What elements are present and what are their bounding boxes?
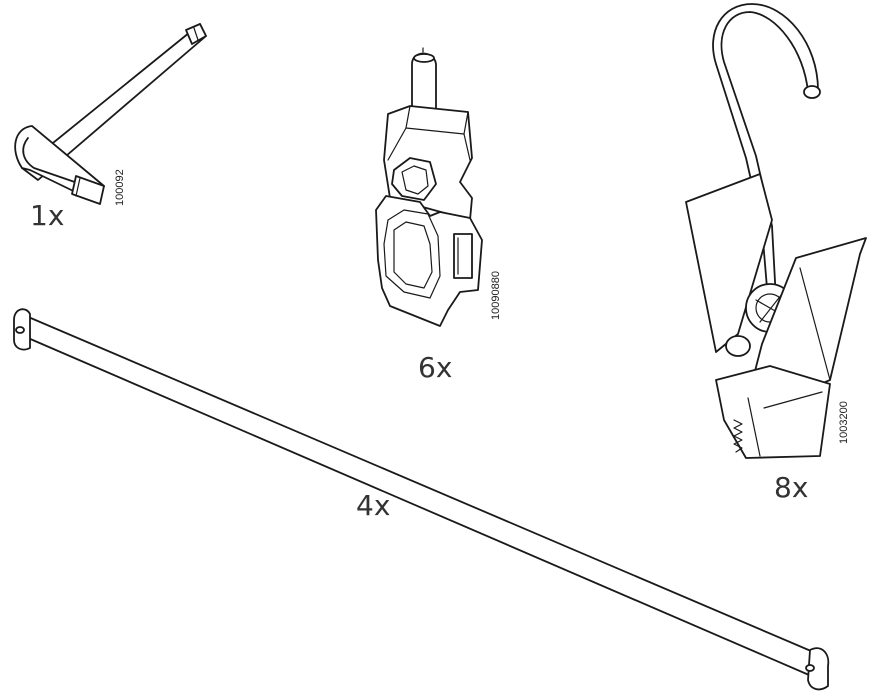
hex-key-illustration: [14, 23, 207, 205]
rail-connector-code: 10090880: [490, 271, 502, 320]
hook-clip-illustration: [685, 3, 867, 459]
hex-key-quantity: 1x: [30, 199, 65, 232]
hex-key-code: 100092: [114, 169, 126, 206]
rod-quantity: 4x: [356, 489, 391, 522]
hook-clip-quantity: 8x: [774, 471, 809, 504]
rail-connector-quantity: 6x: [418, 351, 453, 384]
rail-connector-illustration: [375, 47, 483, 327]
rod-illustration: [13, 308, 830, 691]
hook-clip-code: 1003200: [838, 401, 850, 444]
